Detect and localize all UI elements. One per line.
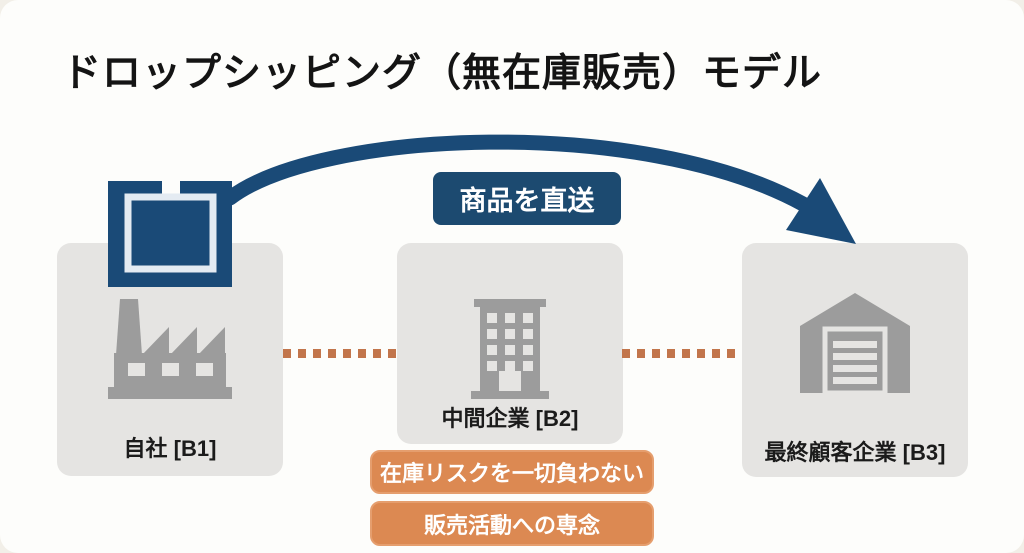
dashed-connector-b2-b3	[622, 349, 742, 358]
node-b3-label: 最終顧客企業 [B3]	[764, 440, 946, 465]
package-icon	[108, 181, 232, 287]
node-b2-label: 中間企業 [B2]	[441, 406, 579, 431]
node-b3-final-customer: 最終顧客企業 [B3]	[742, 243, 968, 477]
node-b2-intermediate-company: 中間企業 [B2]	[397, 243, 623, 444]
factory-icon	[108, 299, 232, 399]
node-b1-label: 自社 [B1]	[123, 436, 217, 461]
diagram-title: ドロップシッピング（無在庫販売）モデル	[62, 52, 823, 95]
office-building-icon	[471, 299, 549, 399]
arrowhead-icon	[786, 178, 856, 244]
benefit-no-inventory-risk: 在庫リスクを一切負わない	[370, 450, 654, 494]
dashed-connector-b1-b2	[283, 349, 401, 358]
warehouse-icon	[800, 293, 910, 393]
benefit-focus-on-sales: 販売活動への専念	[370, 501, 654, 546]
direct-shipping-label: 商品を直送	[433, 172, 621, 225]
